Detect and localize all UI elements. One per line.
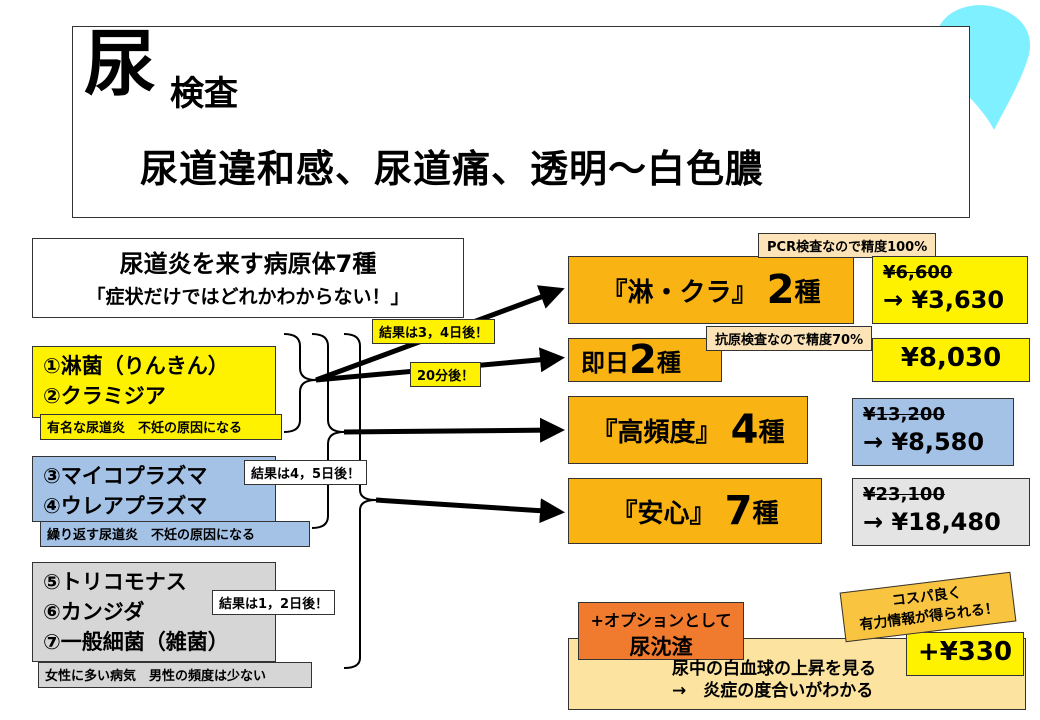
pathogen-group-1: ①淋菌（りんきん） ②クラミジア [32, 346, 276, 418]
old-price: ¥13,200 [863, 404, 945, 425]
test-num: 7 [724, 488, 753, 534]
test-unit: 種 [794, 277, 821, 308]
timing-label-4: 結果は1，2日後！ [212, 590, 336, 615]
price-box-4: ¥23,100 → ¥18,480 [852, 478, 1030, 546]
pathogen-item: ⑦一般細菌（雑菌） [43, 630, 229, 654]
group-2-note: 繰り返す尿道炎 不妊の原因になる [40, 521, 310, 547]
option-header-line1: +オプションとして [590, 611, 732, 630]
test-unit: 種 [758, 417, 785, 448]
test-label: 『高頻度』 [591, 417, 722, 448]
title-rest: 検査 [170, 74, 238, 114]
pathogen-header-subtitle: 「症状だけではどれかわからない！」 [86, 286, 410, 308]
pathogen-item: ⑥カンジダ [43, 600, 145, 624]
test-num: 4 [730, 407, 759, 453]
test-unit: 種 [656, 348, 681, 377]
timing-label-1: 結果は3，4日後！ [372, 319, 496, 344]
test-label: 即日 [581, 348, 629, 377]
timing-label-2: 20分後！ [410, 362, 482, 387]
arrow-to-test-3 [343, 417, 565, 443]
price-box-2: ¥8,030 [872, 338, 1030, 382]
pathogen-item: ①淋菌（りんきん） [43, 354, 229, 378]
new-price: ¥8,030 [900, 343, 1002, 373]
option-text-line2: → 炎症の度合いがわかる [672, 681, 874, 701]
price-box-3: ¥13,200 → ¥8,580 [852, 398, 1014, 466]
group-1-note: 有名な尿道炎 不妊の原因になる [40, 414, 282, 440]
option-text-line1: 尿中の白血球の上昇を見る [672, 659, 876, 679]
option-price: +¥330 [906, 632, 1024, 676]
new-price: → ¥3,630 [883, 286, 1005, 314]
test-label: 『淋・クラ』 [601, 277, 758, 308]
pathogen-item: ③マイコプラズマ [43, 464, 208, 488]
pathogen-header-title: 尿道炎を来す病原体7種 [119, 250, 377, 278]
arrow-to-test-4 [375, 497, 565, 524]
timing-label-3: 結果は4，5日後！ [244, 460, 368, 485]
option-description: 尿中の白血球の上昇を見る → 炎症の度合いがわかる [672, 658, 876, 702]
option-header-line2: 尿沈渣 [629, 635, 693, 659]
group-3-note: 女性に多い病気 男性の頻度は少ない [38, 662, 312, 688]
test-num: 2 [766, 267, 795, 313]
old-price: ¥6,600 [883, 262, 953, 283]
test-unit: 種 [752, 498, 779, 529]
pathogen-group-3: ⑤トリコモナス ⑥カンジダ ⑦一般細菌（雑菌） [32, 562, 276, 662]
price-box-1: ¥6,600 → ¥3,630 [872, 256, 1028, 324]
pathogen-group-2: ③マイコプラズマ ④ウレアプラズマ [32, 456, 276, 522]
pathogen-item: ②クラミジア [43, 384, 166, 408]
option-header: +オプションとして 尿沈渣 [578, 602, 744, 660]
pathogen-item: ⑤トリコモナス [43, 570, 187, 594]
test-label: 『安心』 [611, 498, 716, 529]
pathogen-item: ④ウレアプラズマ [43, 494, 208, 518]
old-price: ¥23,100 [863, 484, 945, 505]
new-price: → ¥8,580 [863, 428, 985, 456]
antigen-accuracy-badge: 抗原検査なので精度70% [706, 326, 873, 351]
pcr-accuracy-badge: PCR検査なので精度100% [758, 233, 937, 258]
title-big-char: 尿 [84, 22, 157, 106]
title-subtitle: 尿道違和感、尿道痛、透明〜白色膿 [140, 147, 765, 191]
test-num: 2 [629, 337, 657, 383]
new-price: → ¥18,480 [863, 508, 1001, 536]
title-box [72, 26, 970, 218]
